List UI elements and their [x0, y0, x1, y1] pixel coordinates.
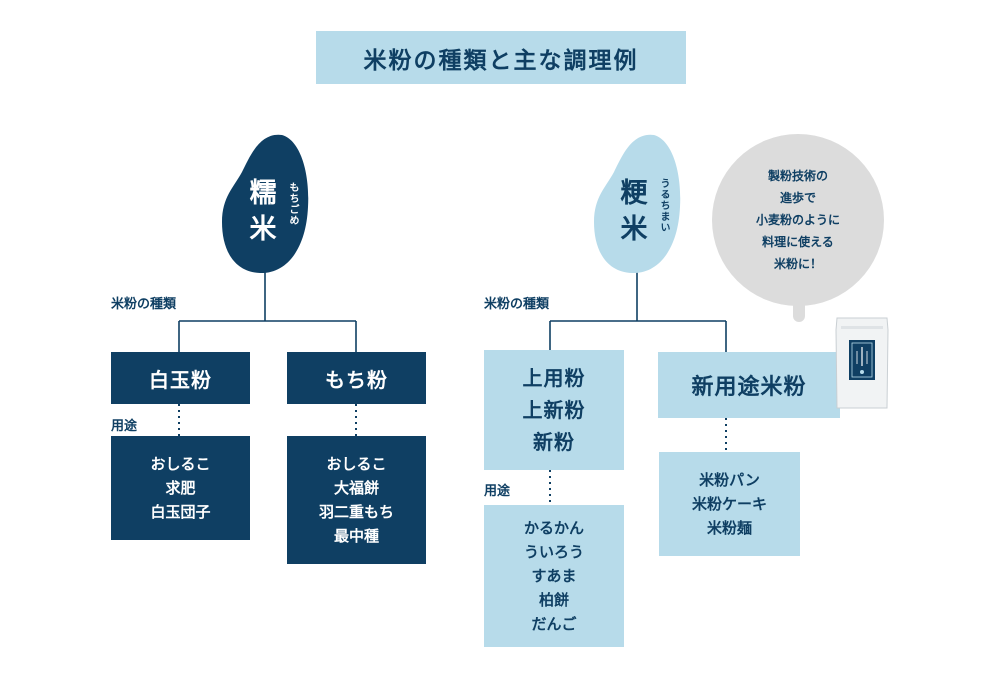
left-grain-reading: もちごめ — [287, 182, 298, 226]
rice-grain-light-icon — [594, 134, 681, 274]
category-shiratamako: 白玉粉 — [111, 352, 250, 404]
right-grain-kanji: 粳 米 — [620, 178, 648, 245]
speech-bubble: 製粉技術の 進歩で 小麦粉のように 料理に使える 米粉に！ — [712, 134, 884, 306]
left-types-label: 米粉の種類 — [111, 297, 177, 312]
category-new-use-rice-flour: 新用途米粉 — [658, 352, 840, 418]
right-uses-label: 用途 — [484, 484, 511, 499]
category-mochiko: もち粉 — [287, 352, 426, 404]
left-uses-label: 用途 — [111, 419, 138, 434]
uses-shiratamako: おしるこ 求肥 白玉団子 — [111, 436, 250, 540]
rice-grain-dark-icon — [222, 134, 309, 274]
uses-mochiko: おしるこ 大福餅 羽二重もち 最中種 — [287, 436, 426, 564]
category-joyoko: 上用粉 上新粉 新粉 — [484, 350, 624, 470]
rice-flour-package-icon — [835, 317, 889, 409]
uses-joyoko: かるかん ういろう すあま 柏餅 だんご — [484, 505, 624, 647]
right-grain-reading: うるちまい — [658, 178, 669, 233]
page-title: 米粉の種類と主な調理例 — [316, 31, 686, 84]
right-types-label: 米粉の種類 — [484, 297, 550, 312]
left-grain-kanji: 糯 米 — [249, 178, 277, 245]
uses-new-use-rice-flour: 米粉パン 米粉ケーキ 米粉麺 — [659, 452, 800, 556]
